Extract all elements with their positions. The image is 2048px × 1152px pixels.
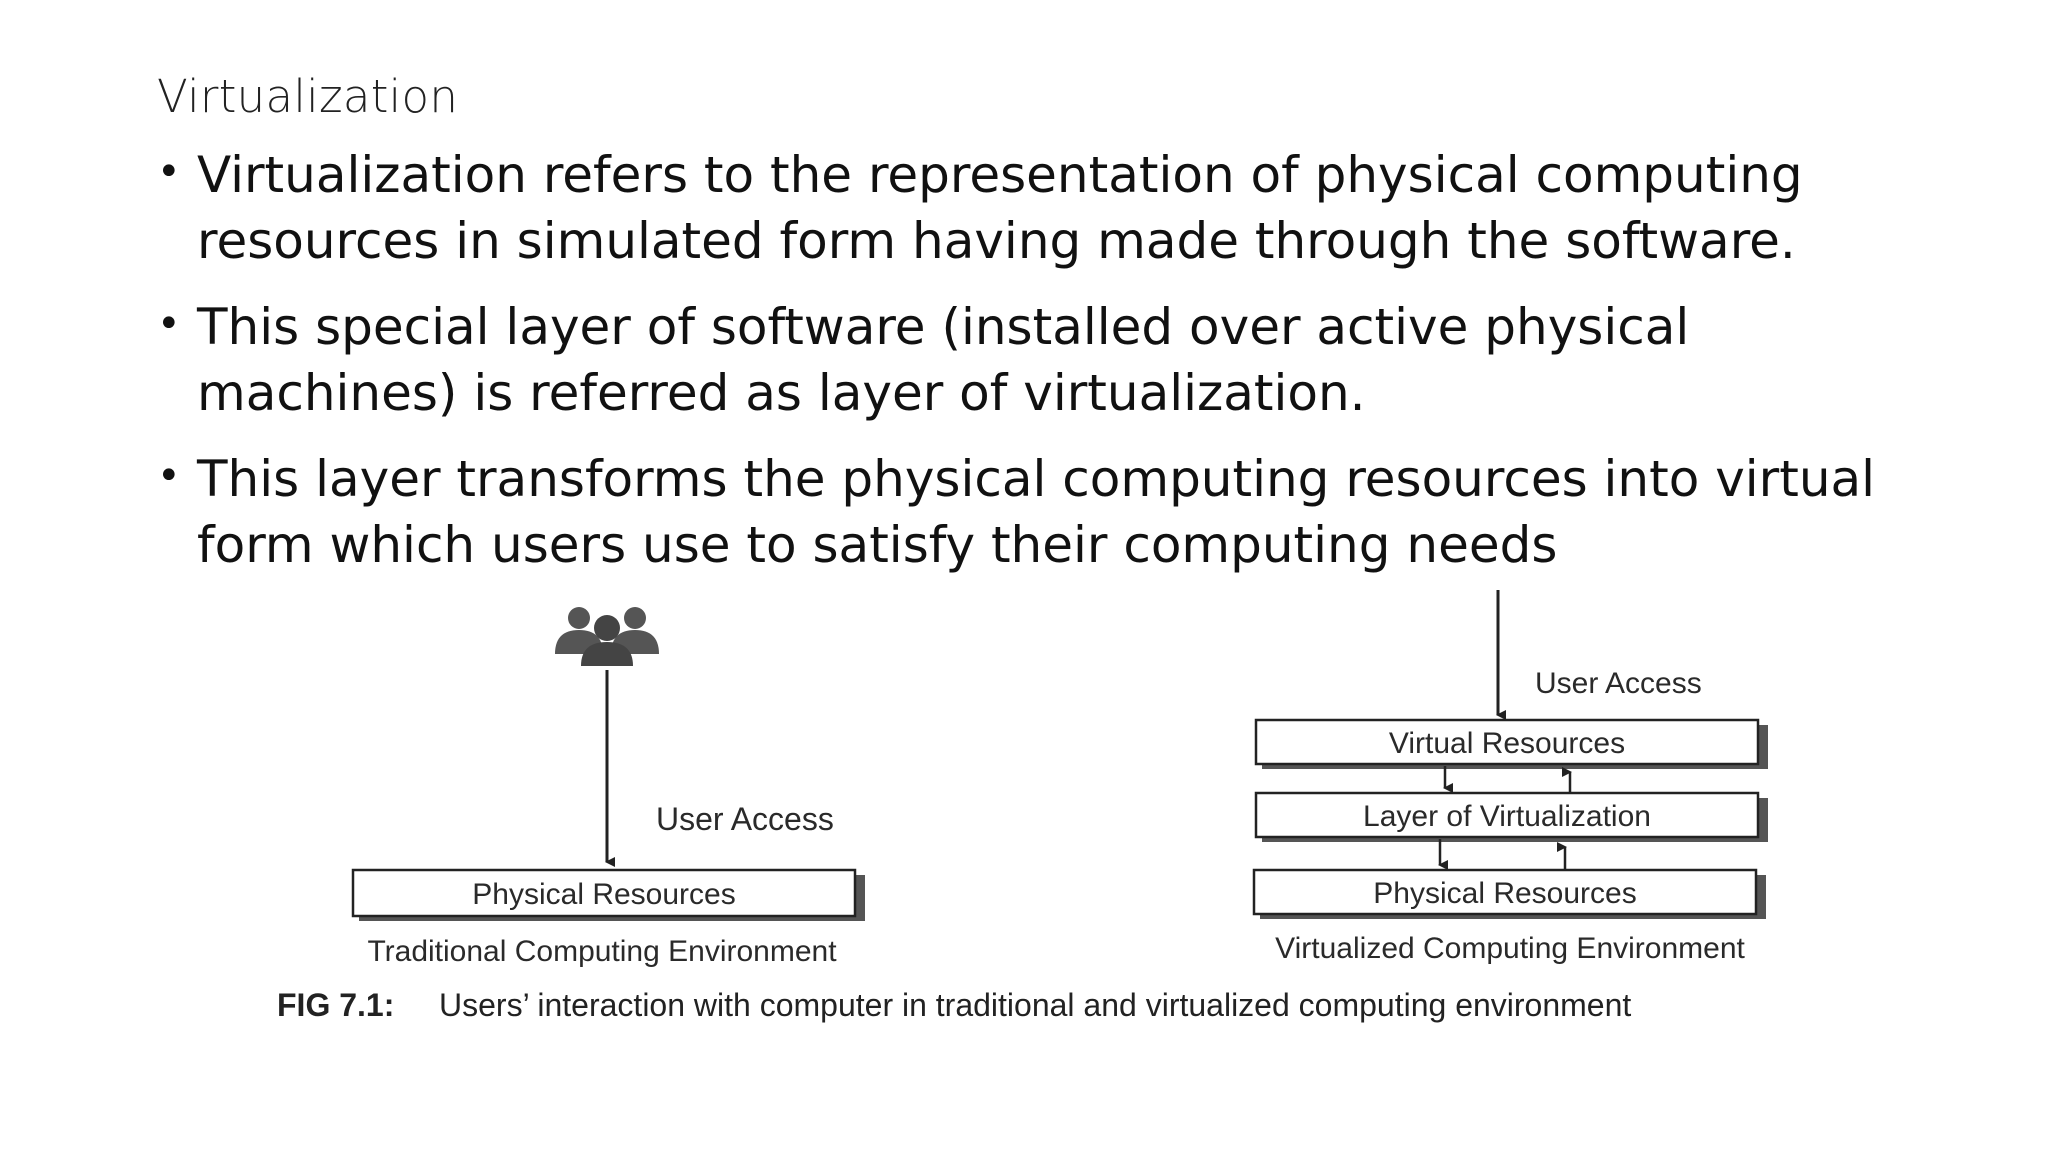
user-access-label: User Access [656,801,834,837]
virtual-resources-box [1254,718,1760,766]
virtualized-caption: Virtualized Computing Environment [1275,932,1745,965]
figure-caption-text: Users’ interaction with computer in trad… [439,987,1632,1023]
bullet-dot-icon: • [157,149,181,195]
figure-caption-label: FIG 7.1: [277,987,395,1023]
traditional-environment: User Access Physical Resources Tradition… [351,607,865,968]
bullet-text: Virtualization refers to the representat… [197,146,1803,270]
bullet-item: • Virtualization refers to the represent… [157,142,1957,274]
bullet-dot-icon: • [157,453,181,499]
virtual-resources-label: Virtual Resources [1389,727,1625,760]
virtualization-layer-label: Layer of Virtualization [1363,800,1651,833]
bullet-list: • Virtualization refers to the represent… [157,142,1957,598]
slide-title: Virtualization [157,70,459,123]
bullet-dot-icon: • [157,301,181,347]
figure-diagram: User Access Physical Resources Tradition… [250,590,1900,1090]
physical-resources-label: Physical Resources [472,878,735,911]
physical-resources-box [351,868,857,918]
bullet-item: • This layer transforms the physical com… [157,446,1957,578]
virtualization-layer-box [1254,791,1760,839]
physical-resources-label: Physical Resources [1373,877,1636,910]
bullet-text: This layer transforms the physical compu… [197,450,1876,574]
virtualized-environment: User Access Virtual Resources Layer of V… [1252,590,1768,965]
physical-resources-box [1252,868,1758,916]
user-access-label: User Access [1535,667,1702,700]
bullet-item: • This special layer of software (instal… [157,294,1957,426]
users-group-icon [555,607,659,666]
traditional-caption: Traditional Computing Environment [367,935,837,968]
bullet-text: This special layer of software (installe… [197,298,1690,422]
figure-svg: User Access Physical Resources Tradition… [351,590,1768,968]
